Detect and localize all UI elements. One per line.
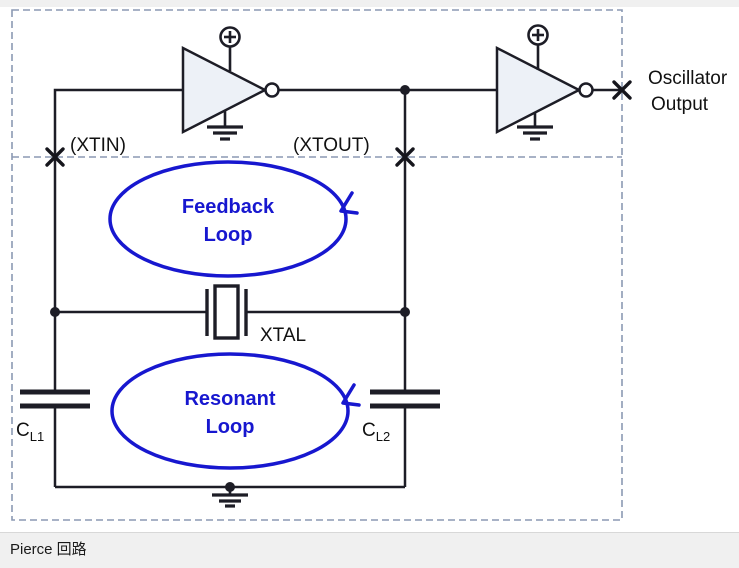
feedback-loop: Feedback Loop xyxy=(108,160,359,278)
resonant-loop: Resonant Loop xyxy=(110,352,361,470)
pin-label-xtout: (XTOUT) xyxy=(293,135,370,156)
crystal-label: XTAL xyxy=(260,325,306,346)
xtout-cross-icon xyxy=(395,147,415,167)
figure-caption: Pierce 回路 xyxy=(10,541,87,558)
amp1-inversion-bubble xyxy=(264,82,280,98)
resonant-loop-ellipse xyxy=(110,352,350,470)
junction-dot-top xyxy=(400,85,410,95)
inverter-amp-1 xyxy=(181,26,280,141)
cl1-symbol-text: C xyxy=(16,420,30,441)
inverter-amp-2 xyxy=(495,24,594,141)
feedback-loop-label-line2: Loop xyxy=(204,224,253,246)
oscillator-output-label-line2: Output xyxy=(651,94,709,115)
chip-boundary-dashed-box xyxy=(11,9,623,521)
cl2-subscript-text: L2 xyxy=(376,429,390,444)
feedback-loop-ellipse xyxy=(108,160,348,278)
circuit-wires xyxy=(53,88,620,489)
resonant-loop-arrow-icon xyxy=(341,383,361,407)
amp1-power-supply-icon xyxy=(219,26,241,71)
pierce-oscillator-diagram: Feedback Loop Resonant Loop (XTIN) (XTOU… xyxy=(11,9,728,521)
pin-label-xtin: (XTIN) xyxy=(70,135,126,156)
cl1-subscript-text: L1 xyxy=(30,429,44,444)
capacitor-cl1 xyxy=(20,389,90,409)
figure-caption-bar: Pierce 回路 xyxy=(0,532,739,568)
amp2-inversion-bubble xyxy=(578,82,594,98)
capacitor-cl1-label: CL1 xyxy=(16,420,44,444)
resonant-loop-label-line1: Resonant xyxy=(184,388,275,410)
oscillator-output-label: Oscillator Output xyxy=(648,68,728,115)
feedback-loop-label-line1: Feedback xyxy=(182,196,275,218)
crystal-body xyxy=(213,284,240,340)
wire-left-branch xyxy=(53,88,183,392)
oscillator-output-label-line1: Oscillator xyxy=(648,68,728,89)
resonant-loop-label-line2: Loop xyxy=(206,416,255,438)
crystal-symbol xyxy=(205,284,248,340)
amp2-ground-icon xyxy=(517,112,553,141)
page-top-margin xyxy=(0,0,739,7)
xtin-cross-icon xyxy=(45,147,65,167)
capacitor-cl2-label: CL2 xyxy=(362,420,390,444)
capacitor-cl2 xyxy=(370,389,440,409)
cl2-symbol-text: C xyxy=(362,420,376,441)
bottom-ground-icon xyxy=(212,482,248,508)
output-cross-icon xyxy=(612,80,632,100)
junction-dot-left xyxy=(50,307,60,317)
junction-dot-right xyxy=(400,307,410,317)
amp1-ground-icon xyxy=(207,110,243,141)
feedback-loop-arrow-icon xyxy=(339,191,359,215)
amp2-power-supply-icon xyxy=(527,24,549,70)
